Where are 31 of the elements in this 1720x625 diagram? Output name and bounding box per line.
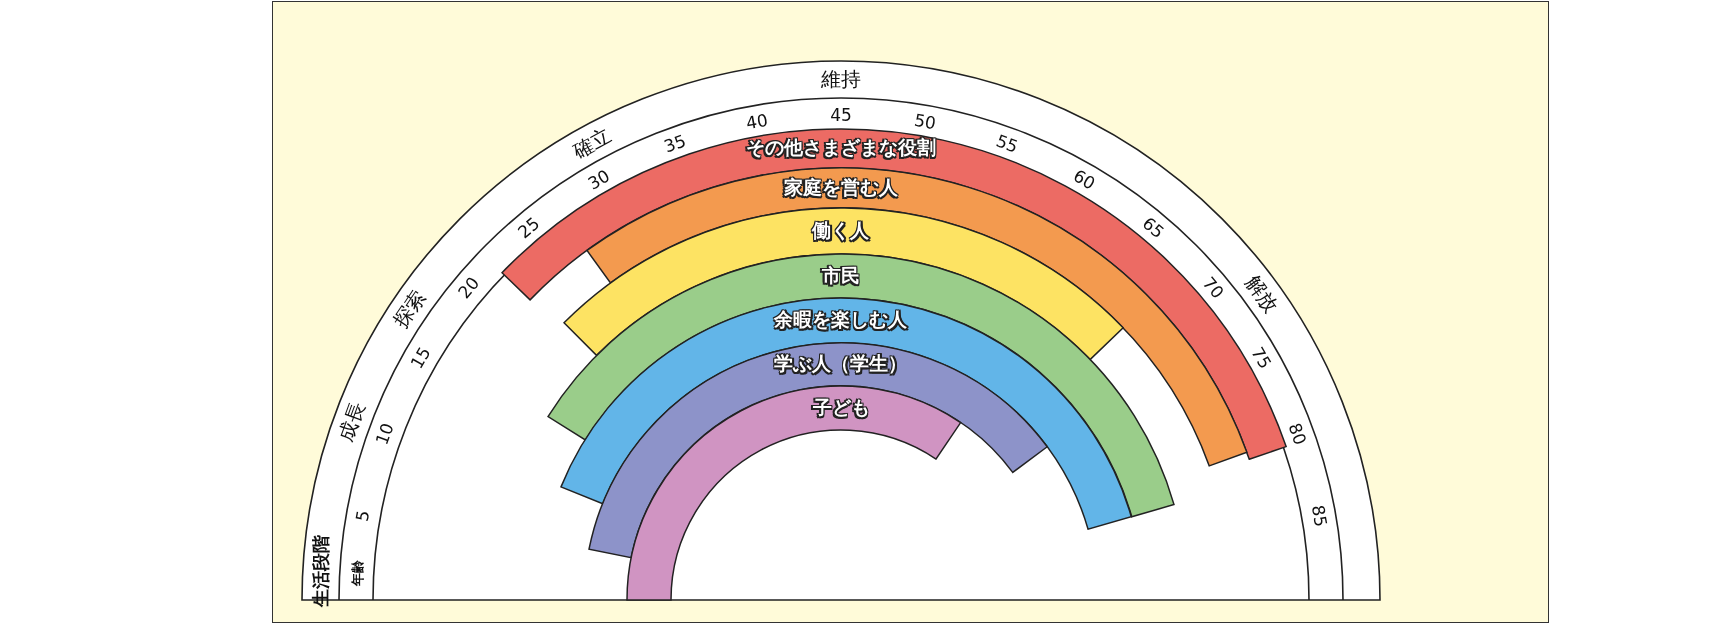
role-label: 余暇を楽しむ人 xyxy=(774,307,908,333)
role-label: 市民 xyxy=(822,263,860,288)
age-number: 85 xyxy=(1308,503,1329,528)
role-label: 家庭を営む人 xyxy=(784,175,898,200)
role-label: 子ども xyxy=(812,395,870,420)
role-label: 働く人 xyxy=(812,218,870,243)
stage-label: 成長 xyxy=(335,399,368,444)
stage-label: 生活段階 xyxy=(311,534,330,607)
age-number: 15 xyxy=(408,343,434,372)
age-number: 25 xyxy=(515,215,543,242)
stage-label: 確立 xyxy=(569,124,614,161)
age-number: 40 xyxy=(744,112,769,133)
role-label: その他さまざまな役割 xyxy=(746,135,936,161)
axis-label: 年齢 xyxy=(350,559,364,586)
stage-label: 解放 xyxy=(1242,271,1283,316)
age-number: 45 xyxy=(830,106,852,124)
age-number: 10 xyxy=(373,421,397,448)
age-number: 60 xyxy=(1069,167,1098,193)
age-number: 20 xyxy=(456,274,483,302)
stage-label: 維持 xyxy=(821,69,861,89)
age-number: 30 xyxy=(584,167,613,193)
age-number: 35 xyxy=(662,132,689,156)
stage-label: 探索 xyxy=(389,286,429,331)
role-label: 学ぶ人（学生） xyxy=(774,351,908,377)
age-number: 55 xyxy=(993,132,1020,156)
age-number: 70 xyxy=(1199,274,1226,302)
age-number: 50 xyxy=(913,112,938,133)
age-number: 75 xyxy=(1248,343,1274,372)
age-number: 80 xyxy=(1285,421,1309,448)
age-number: 5 xyxy=(354,508,373,523)
age-number: 65 xyxy=(1139,215,1167,242)
